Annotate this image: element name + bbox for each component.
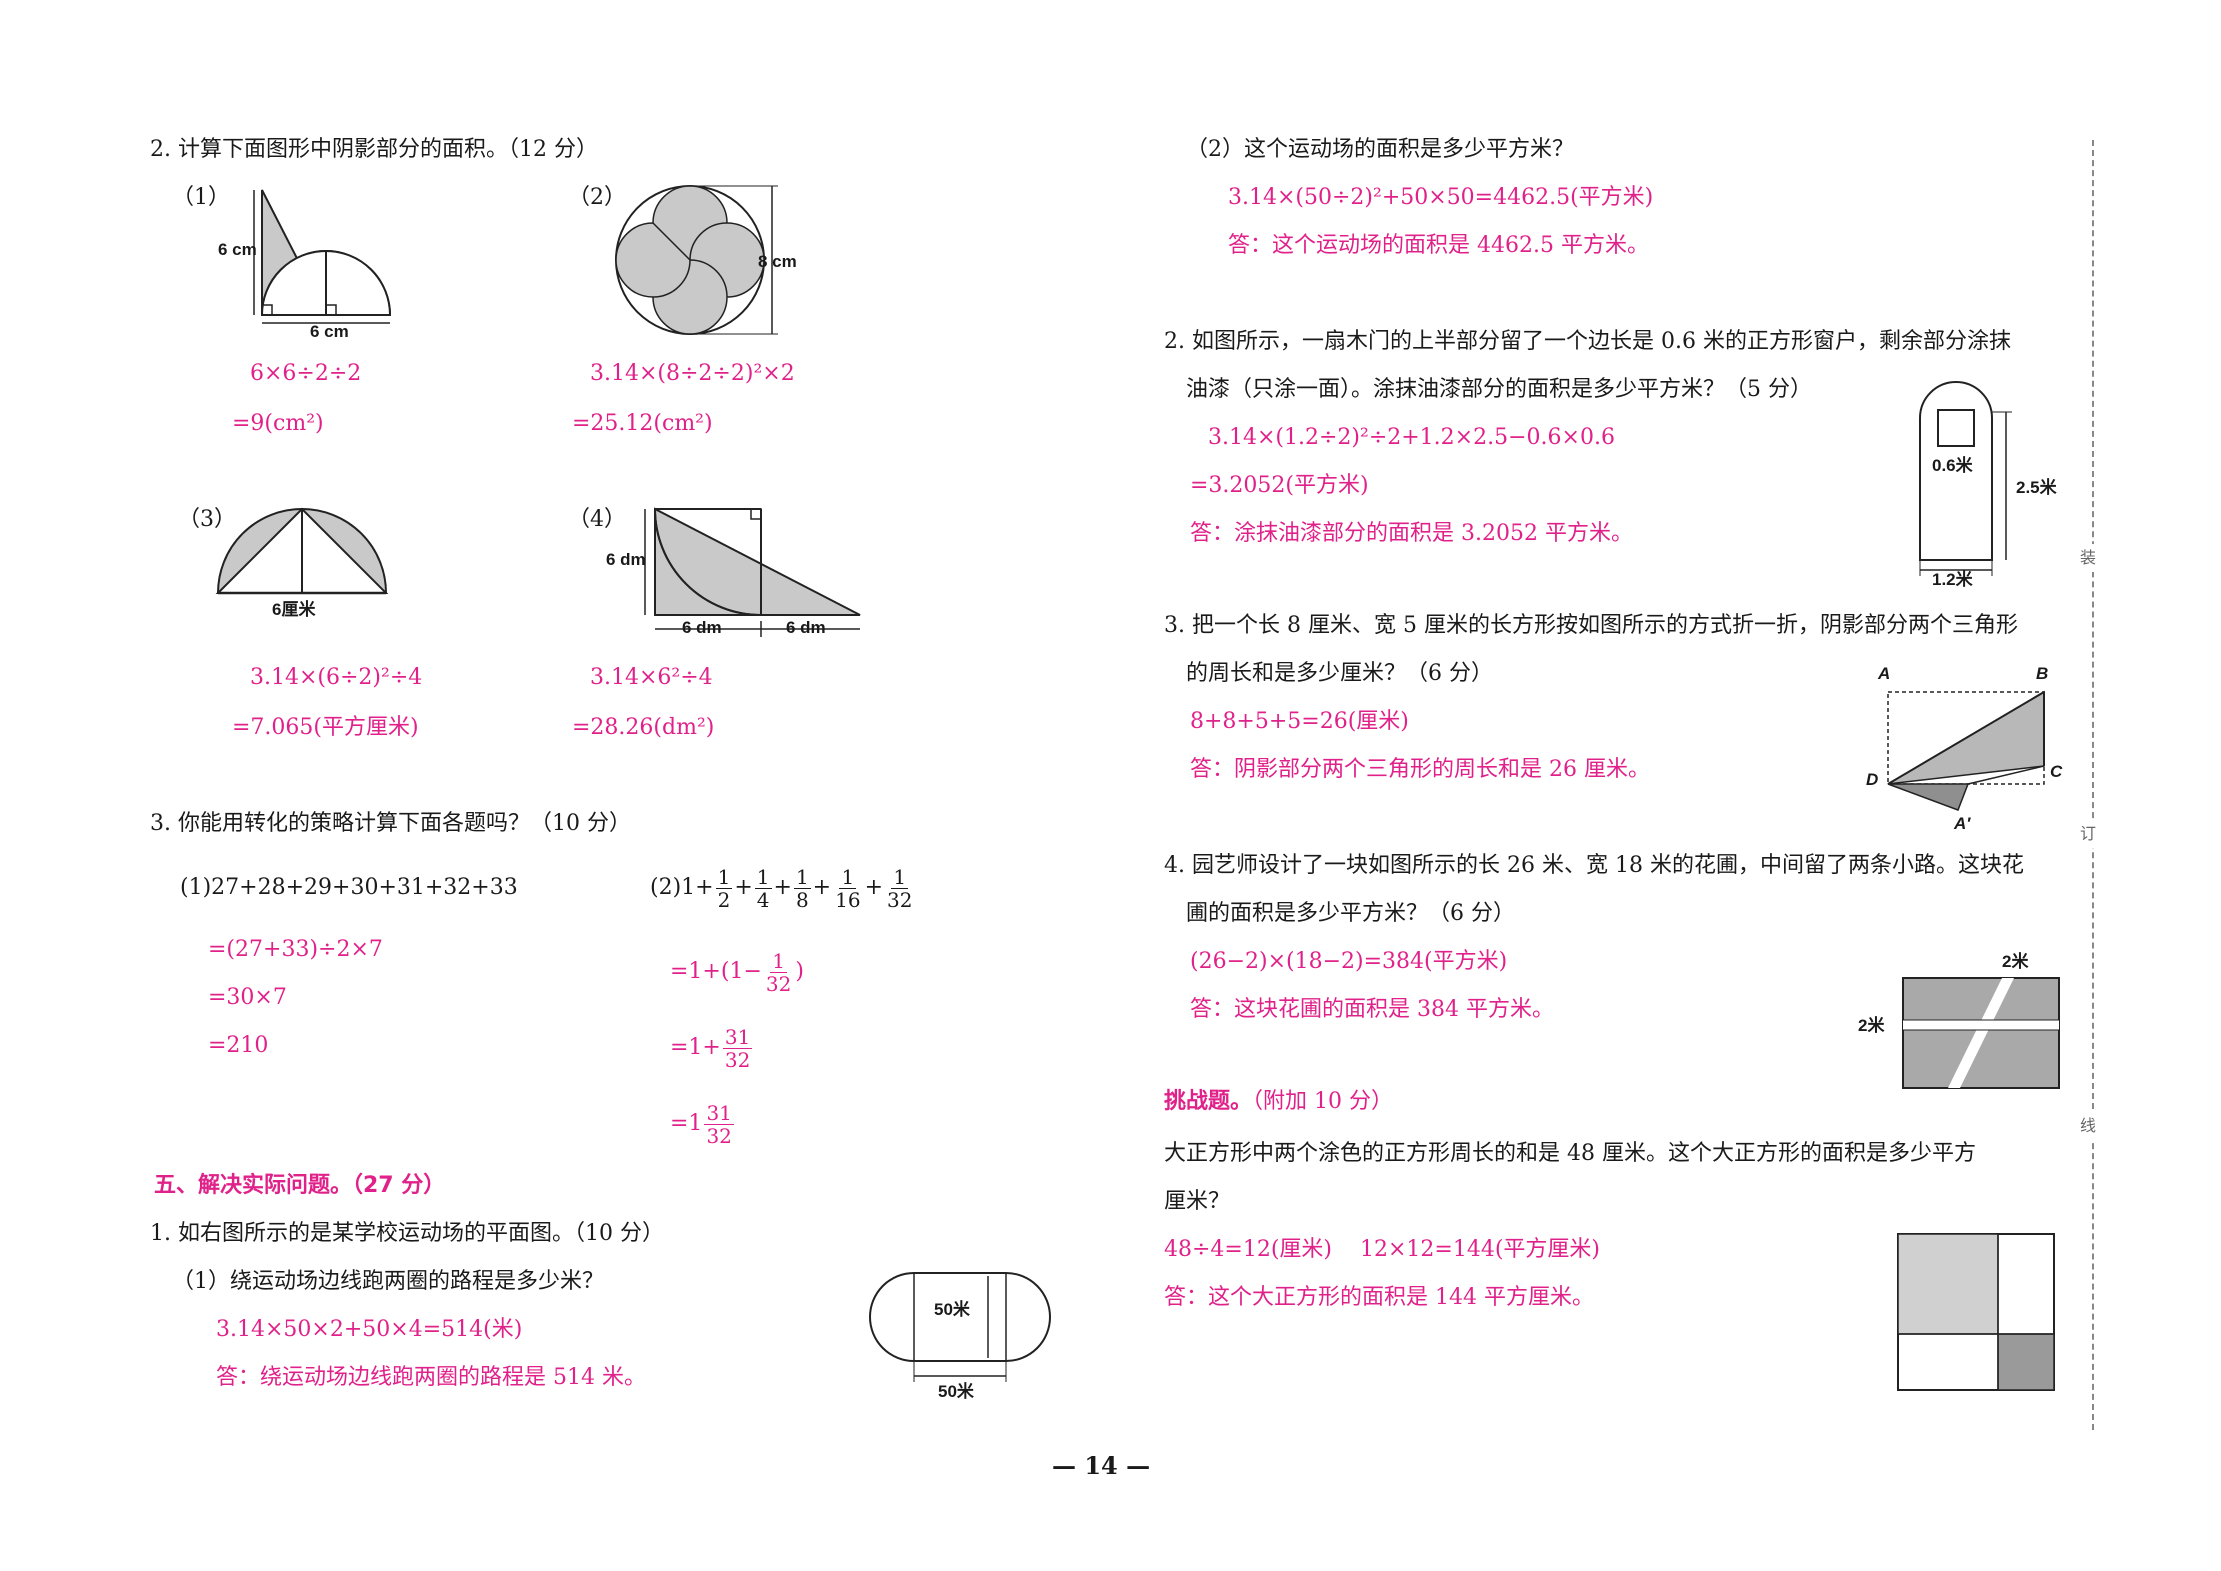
- door-width-label: 1.2米: [1932, 570, 1973, 589]
- p2-answer-2: =3.2052(平方米): [1190, 473, 1369, 498]
- p4-line-2: 圃的面积是多少平方米？（6 分）: [1186, 901, 1515, 926]
- q3-title: 3. 你能用转化的策略计算下面各题吗？（10 分）: [150, 811, 631, 836]
- door-figure: [1919, 381, 2012, 576]
- p1-title: 1. 如右图所示的是某学校运动场的平面图。（10 分）: [150, 1221, 664, 1246]
- fig3-diameter-label: 6厘米: [272, 600, 316, 619]
- p3-answer-2: 答：阴影部分两个三角形的周长和是 26 厘米。: [1190, 757, 1650, 782]
- q2-2-answer-2: =25.12(cm²): [572, 411, 713, 436]
- q2-1-answer-1: 6×6÷2÷2: [250, 361, 362, 386]
- garden-path-label-top: 2米: [2002, 952, 2029, 971]
- square-figure: [1897, 1233, 2055, 1391]
- fig4-width-label-1: 6 dm: [682, 618, 722, 637]
- garden-path-label-left: 2米: [1858, 1016, 1885, 1035]
- challenge-answer-2: 答：这个大正方形的面积是 144 平方厘米。: [1164, 1285, 1594, 1310]
- page-number: — 14 —: [1052, 1451, 1151, 1480]
- p1-answer-2: 答：绕运动场边线跑两圈的路程是 514 米。: [216, 1365, 646, 1390]
- fold-label-d: D: [1866, 770, 1879, 789]
- fig1-height-label: 6 cm: [218, 240, 257, 259]
- q2-1-answer-2: =9(cm²): [232, 411, 324, 436]
- q3-1-step-1: =(27+33)÷2×7: [208, 937, 383, 962]
- p3-line-2: 的周长和是多少厘米？（6 分）: [1186, 661, 1493, 686]
- binding-line: [2092, 140, 2094, 1430]
- challenge-heading: 挑战题。（附加 10 分）: [1164, 1088, 1393, 1116]
- q2-4-answer-2: =28.26(dm²): [572, 715, 715, 740]
- door-height-label: 2.5米: [2016, 478, 2057, 497]
- challenge-line-1: 大正方形中两个涂色的正方形周长的和是 48 厘米。这个大正方形的面积是多少平方: [1164, 1141, 1976, 1166]
- q3-1-step-3: =210: [208, 1033, 269, 1058]
- q3-1-step-2: =30×7: [208, 985, 287, 1010]
- section-5-heading: 五、解决实际问题。（27 分）: [154, 1173, 446, 1198]
- fold-label-c: C: [2050, 762, 2063, 781]
- fig2-diameter-label: 8 cm: [758, 252, 797, 271]
- fig4-height-label: 6 dm: [606, 550, 646, 569]
- binding-char-1: 装: [2080, 544, 2097, 572]
- q2-4-number: （4）: [568, 507, 626, 532]
- binding-char-3: 线: [2080, 1112, 2097, 1140]
- stadium-height-label: 50米: [934, 1300, 970, 1319]
- q2-1-number: （1）: [172, 185, 230, 210]
- figure-3: [215, 507, 389, 595]
- p1-question-2: （2）这个运动场的面积是多少平方米？: [1186, 137, 1574, 162]
- fig1-width-label: 6 cm: [310, 322, 349, 341]
- p1-q2-answer-2: 答：这个运动场的面积是 4462.5 平方米。: [1228, 233, 1649, 258]
- p4-line-1: 4. 园艺师设计了一块如图所示的长 26 米、宽 18 米的花圃，中间留了两条小…: [1164, 853, 2024, 878]
- challenge-answer-1: 48÷4=12(厘米) 12×12=144(平方厘米): [1164, 1237, 1601, 1262]
- challenge-line-2: 厘米？: [1164, 1189, 1231, 1214]
- p3-answer-1: 8+8+5+5=26(厘米): [1190, 709, 1409, 734]
- q2-2-answer-1: 3.14×(8÷2÷2)²×2: [590, 361, 795, 386]
- fold-label-b: B: [2036, 664, 2049, 683]
- fold-label-a-prime: A′: [1954, 814, 1971, 833]
- fig4-width-label-2: 6 dm: [786, 618, 826, 637]
- fold-label-a: A: [1878, 664, 1891, 683]
- challenge-title: 挑战题。: [1164, 1089, 1253, 1114]
- p2-answer-1: 3.14×(1.2÷2)²÷2+1.2×2.5−0.6×0.6: [1208, 425, 1615, 450]
- p2-answer-3: 答：涂抹油漆部分的面积是 3.2052 平方米。: [1190, 521, 1633, 546]
- p4-answer-2: 答：这块花圃的面积是 384 平方米。: [1190, 997, 1554, 1022]
- q2-3-number: （3）: [178, 507, 236, 532]
- fold-figure: [1887, 690, 2045, 811]
- binding-char-2: 订: [2080, 820, 2097, 848]
- p3-line-1: 3. 把一个长 8 厘米、宽 5 厘米的长方形按如图所示的方式折一折，阴影部分两…: [1164, 613, 2018, 638]
- challenge-extra: （附加 10 分）: [1252, 1089, 1393, 1114]
- q2-3-answer-2: =7.065(平方厘米): [232, 715, 419, 740]
- p2-line-1: 2. 如图所示，一扇木门的上半部分留了一个边长是 0.6 米的正方形窗户，剩余部…: [1164, 329, 2011, 354]
- stadium-width-label: 50米: [938, 1382, 974, 1401]
- p1-answer-1: 3.14×50×2+50×4=514(米): [216, 1317, 523, 1342]
- figure-4: [644, 507, 861, 637]
- p2-line-2: 油漆（只涂一面）。涂抹油漆部分的面积是多少平方米？（5 分）: [1186, 377, 1812, 402]
- stadium-figure: [869, 1272, 1051, 1382]
- q2-3-answer-1: 3.14×(6÷2)²÷4: [250, 665, 423, 690]
- p4-answer-1: (26−2)×(18−2)=384(平方米): [1190, 949, 1508, 974]
- page-number-value: 14: [1084, 1451, 1118, 1480]
- q2-4-answer-1: 3.14×6²÷4: [590, 665, 713, 690]
- p1-question-1: （1）绕运动场边线跑两圈的路程是多少米？: [172, 1269, 604, 1294]
- q2-title: 2. 计算下面图形中阴影部分的面积。（12 分）: [150, 137, 598, 162]
- door-window-label: 0.6米: [1932, 456, 1973, 475]
- p1-q2-answer-1: 3.14×(50÷2)²+50×50=4462.5(平方米): [1228, 185, 1654, 210]
- garden-figure: [1902, 977, 2060, 1089]
- figure-1: [253, 189, 392, 324]
- q2-2-number: （2）: [568, 185, 626, 210]
- figure-2: [615, 185, 778, 335]
- q3-1-expression: (1)27+28+29+30+31+32+33: [180, 875, 518, 900]
